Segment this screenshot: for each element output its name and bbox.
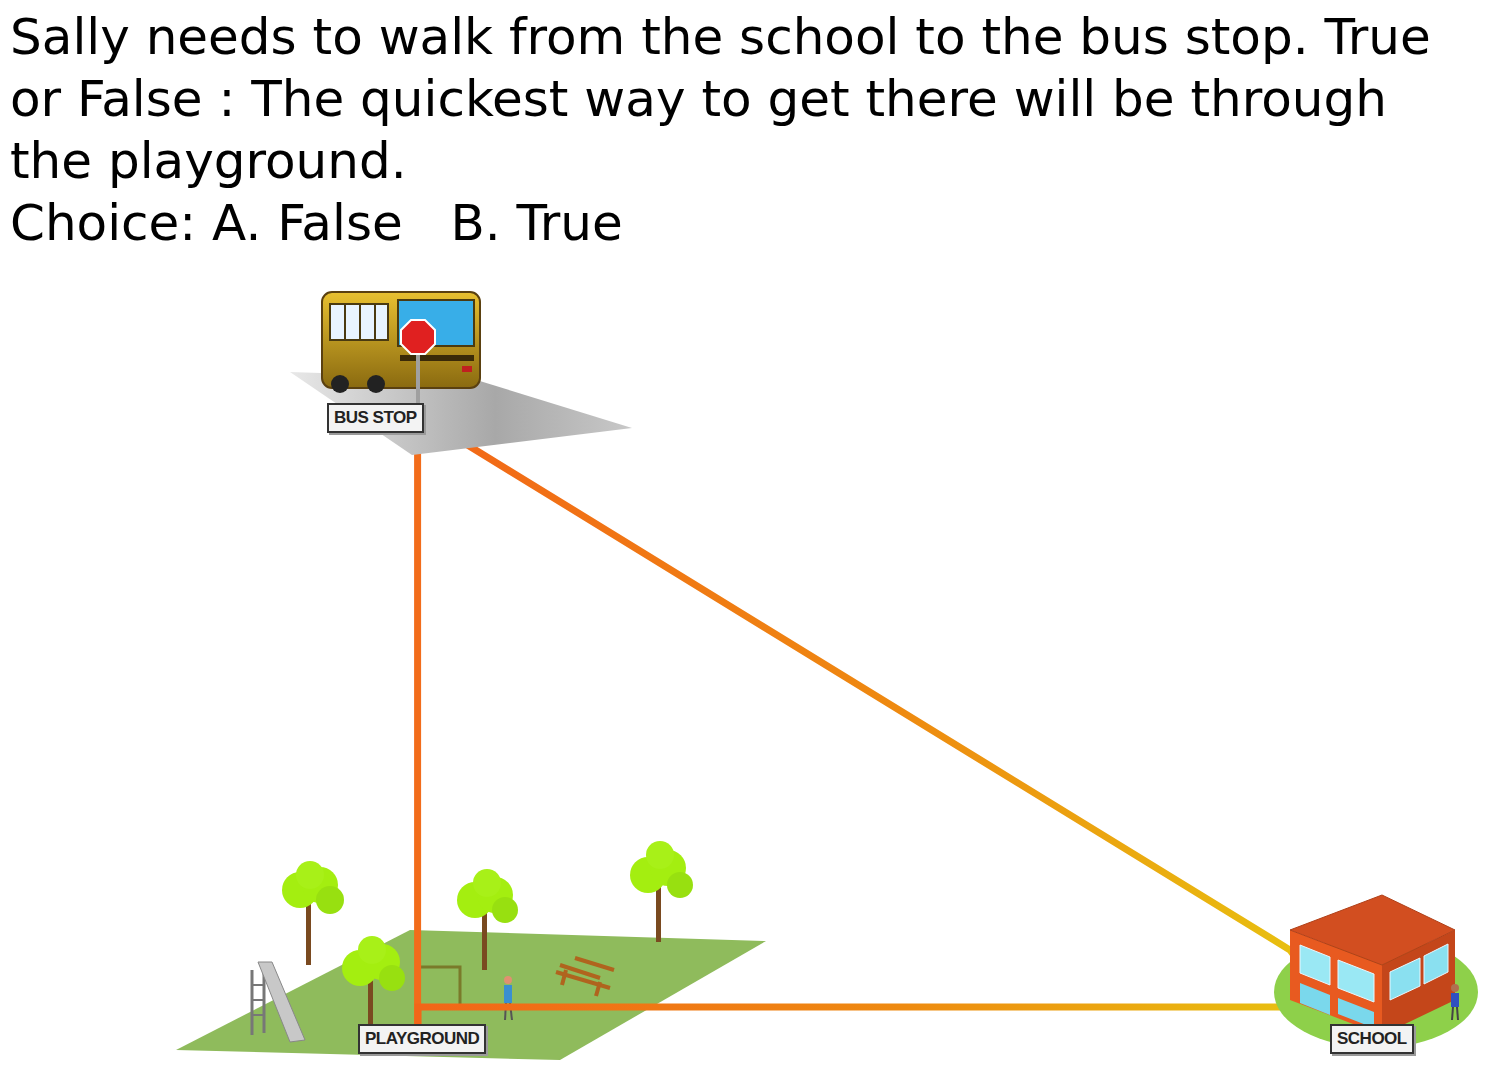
- question-text: Sally needs to walk from the school to t…: [10, 6, 1480, 192]
- right-angle-mark: [418, 967, 460, 1007]
- child-figure: [1451, 984, 1459, 1020]
- stop-sign: [401, 320, 435, 354]
- place-label: SCHOOL: [1330, 1024, 1414, 1054]
- bench: [556, 958, 614, 996]
- walking-path: [424, 418, 1344, 1024]
- bus-wheel: [331, 375, 349, 393]
- bus: [290, 292, 632, 455]
- sign-pole: [416, 350, 420, 404]
- grass: [176, 930, 766, 1060]
- place-label: PLAYGROUND: [358, 1024, 486, 1054]
- walking-path: [418, 1007, 1344, 1024]
- place-label: BUS STOP: [327, 403, 424, 433]
- bus-body: [322, 292, 480, 388]
- playground: [176, 841, 766, 1060]
- place-name: PLAYGROUND: [365, 1028, 479, 1050]
- place-name: BUS STOP: [334, 407, 417, 429]
- slide: [252, 962, 305, 1042]
- answer-choices: Choice: A. False B. True: [10, 192, 623, 254]
- bus-wheel: [367, 375, 385, 393]
- trees: [282, 841, 693, 1025]
- walking-path: [414, 433, 421, 1024]
- bus-side-windows: [330, 304, 388, 340]
- child-figure: [504, 976, 512, 1020]
- place-name: SCHOOL: [1337, 1028, 1407, 1050]
